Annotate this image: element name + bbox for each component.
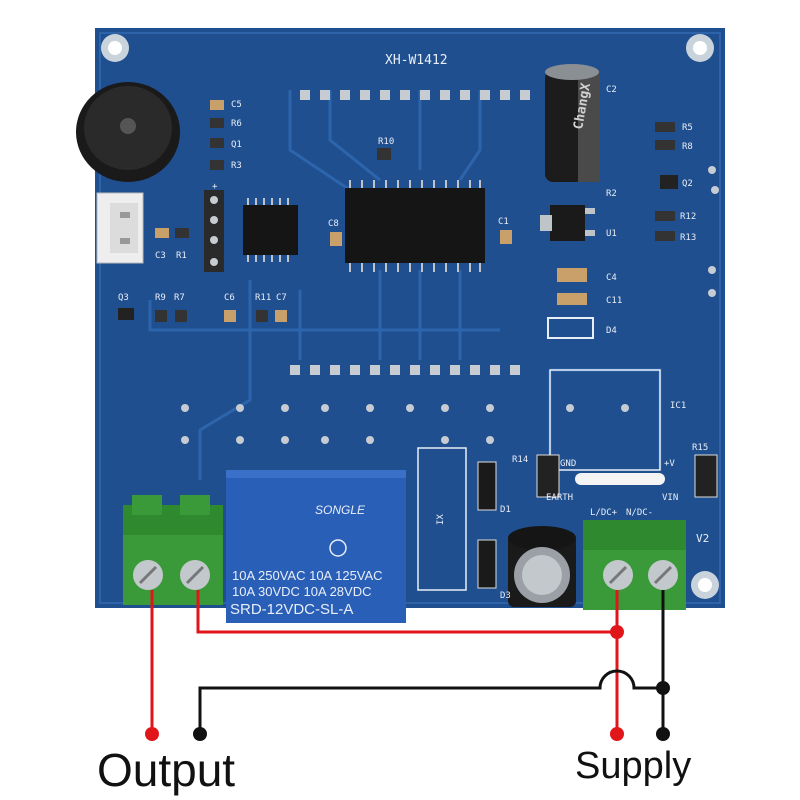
- label-u1: U1: [606, 229, 617, 239]
- supply-terminal-block-icon: [583, 520, 686, 610]
- label-r1: R1: [176, 251, 187, 261]
- label-c4: C4: [606, 273, 617, 283]
- label-r2: R2: [606, 189, 617, 199]
- voltage-regulator-icon: [540, 205, 595, 241]
- label-c3: C3: [155, 251, 166, 261]
- label-ix: IX: [436, 514, 446, 525]
- board-model-label: XH-W1412: [385, 53, 448, 68]
- label-c1: C1: [498, 217, 509, 227]
- label-vin: VIN: [662, 493, 678, 503]
- label-c5: C5: [231, 100, 242, 110]
- label-r7: R7: [174, 293, 185, 303]
- resistor-r14-icon: [536, 454, 560, 498]
- smd-parts: [118, 100, 678, 339]
- label-q2: Q2: [682, 179, 693, 189]
- label-v2: V2: [696, 532, 709, 545]
- label-c2: C2: [606, 85, 617, 95]
- label-c8: C8: [328, 219, 339, 229]
- resistor-r15-icon: [694, 454, 718, 498]
- label-r12: R12: [680, 212, 696, 222]
- black-junction-icon: [656, 681, 670, 695]
- label-r8: R8: [682, 142, 693, 152]
- label-d3: D3: [500, 591, 511, 601]
- label-q1: Q1: [231, 140, 242, 150]
- red-junction-icon: [610, 625, 624, 639]
- sensor-connector-icon: [96, 192, 144, 264]
- label-n-dc: N/DC-: [626, 508, 653, 518]
- wiring-lines: [150, 590, 665, 732]
- mounting-hole-icon: [101, 34, 719, 599]
- label-r6: R6: [231, 119, 242, 129]
- display-header-pins: [300, 90, 530, 100]
- small-capacitor-icon: [508, 526, 576, 607]
- supply-red-terminal-icon: [610, 727, 624, 741]
- output-red-terminal-icon: [145, 727, 159, 741]
- label-d1: D1: [500, 505, 511, 515]
- supply-label: Supply: [575, 745, 691, 787]
- label-r15: R15: [692, 443, 708, 453]
- supply-black-terminal-icon: [656, 727, 670, 741]
- output-terminal-block-icon: [123, 495, 223, 605]
- programming-header-pins: [204, 190, 224, 272]
- label-r10: R10: [378, 137, 394, 147]
- label-earth: EARTH: [546, 493, 573, 503]
- label-ic1: IC1: [670, 401, 686, 411]
- neutral-black-wire: [198, 669, 663, 732]
- label-c7: C7: [276, 293, 287, 303]
- output-label: Output: [97, 744, 235, 796]
- fuse-icon: [575, 473, 665, 485]
- relay-icon: [226, 470, 406, 623]
- label-gnd: GND: [560, 459, 576, 469]
- label-r9: R9: [155, 293, 166, 303]
- diode-d3-icon: [477, 539, 497, 589]
- label-c11: C11: [606, 296, 622, 306]
- microcontroller-chip-icon: [345, 180, 485, 272]
- relay-red-wire: [196, 590, 617, 634]
- label-r13: R13: [680, 233, 696, 243]
- relay-rating-dc: 10A 30VDC 10A 28VDC: [232, 584, 371, 599]
- label-plus-v: +V: [664, 459, 675, 469]
- output-black-terminal-icon: [193, 727, 207, 741]
- label-r3: R3: [231, 161, 242, 171]
- relay-brand: SONGLE: [315, 503, 366, 517]
- label-d4: D4: [606, 326, 617, 336]
- label-r5: R5: [682, 123, 693, 133]
- small-ic-chip-icon: [243, 198, 298, 262]
- label-l-dc: L/DC+: [590, 508, 618, 518]
- ix-outline: [417, 447, 467, 591]
- display-header-pins-lower: [290, 365, 520, 375]
- ic1-outline: [549, 369, 661, 471]
- diode-d1-icon: [477, 461, 497, 511]
- electrolytic-capacitor-icon: [545, 64, 600, 182]
- label-q3: Q3: [118, 293, 129, 303]
- label-r14: R14: [512, 455, 528, 465]
- label-c6: C6: [224, 293, 235, 303]
- label-r11: R11: [255, 293, 271, 303]
- label-plus: +: [212, 182, 218, 192]
- buzzer-icon: [76, 82, 180, 182]
- relay-part-number: SRD-12VDC-SL-A: [230, 601, 353, 618]
- relay-rating-ac: 10A 250VAC 10A 125VAC: [232, 568, 383, 583]
